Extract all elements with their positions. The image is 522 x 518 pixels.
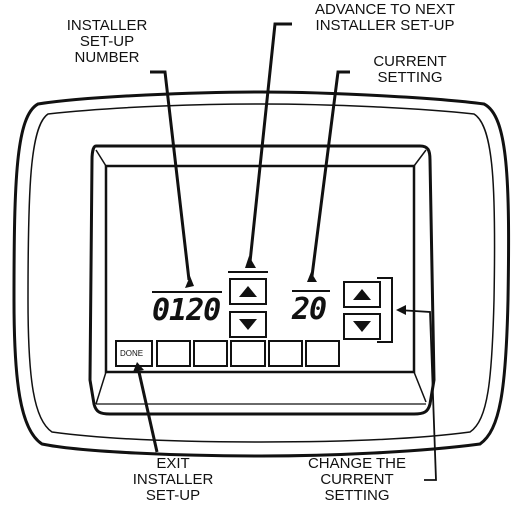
leader-installer-number: [150, 70, 191, 281]
done-button[interactable]: [115, 340, 153, 367]
blank-button[interactable]: [305, 340, 340, 367]
blank-button[interactable]: [230, 340, 266, 367]
arrowhead-icon: [396, 305, 406, 315]
arrowhead-icon: [307, 272, 317, 282]
arrowhead-icon: [245, 256, 256, 268]
blank-button[interactable]: [156, 340, 191, 367]
blank-button[interactable]: [193, 340, 228, 367]
label-advance-next-setup: ADVANCE TO NEXT INSTALLER SET-UP: [314, 1, 456, 34]
label-change-current-setting: CHANGE THE CURRENT SETTING: [307, 455, 407, 504]
label-installer-setup-number: INSTALLER SET-UP NUMBER: [66, 17, 148, 66]
done-button-label: DONE: [120, 349, 144, 358]
arrowhead-icon: [133, 362, 144, 372]
triangle-down-icon: [239, 319, 257, 330]
leader-exit-setup: [137, 371, 159, 453]
leader-current-setting: [310, 70, 350, 277]
arrowheads: [133, 256, 317, 372]
blank-button[interactable]: [268, 340, 303, 367]
triangle-up-icon: [239, 286, 257, 297]
setting-bracket: [377, 277, 393, 343]
triangle-down-icon: [353, 321, 371, 332]
current-value-display: 20: [292, 292, 327, 327]
setup-number-display: 0120: [152, 293, 221, 328]
leader-change-setting: [397, 309, 437, 481]
label-current-setting: CURRENT SETTING: [373, 53, 447, 86]
label-exit-setup: EXIT INSTALLER SET-UP: [132, 455, 214, 504]
arrowhead-icon: [185, 276, 194, 288]
thermostat-housing-inner: [27, 103, 496, 443]
leader-lines: [137, 22, 350, 453]
leader-advance-next: [248, 22, 292, 263]
triangle-up-icon: [353, 289, 371, 300]
